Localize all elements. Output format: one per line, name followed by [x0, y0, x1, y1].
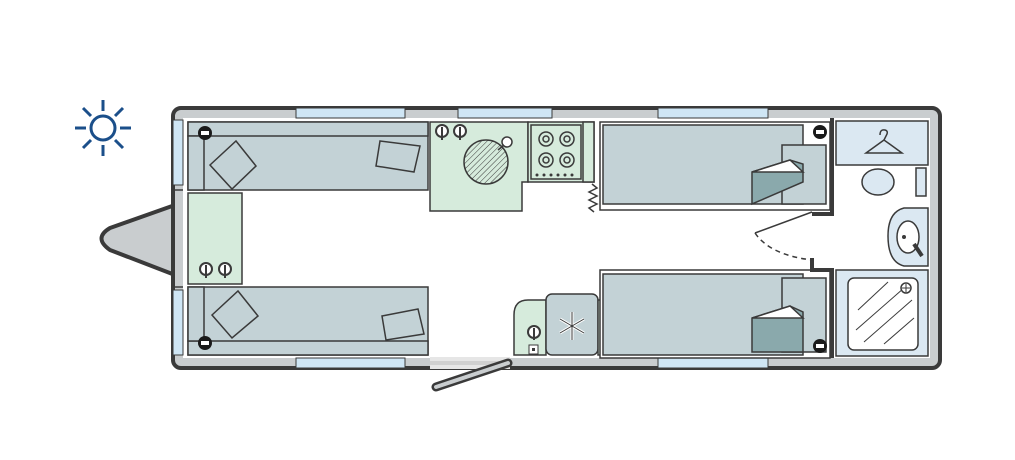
single-bed-bottom: [599, 269, 831, 359]
hob-top: [530, 124, 582, 180]
sun-icon: [75, 100, 131, 156]
washroom-door: [754, 211, 813, 234]
a-frame-hitch: [99, 203, 177, 277]
cushion: [210, 289, 260, 340]
cushion: [375, 140, 421, 173]
entry-door-leaf-fill: [434, 361, 510, 389]
snowflake-fridge-icon-outline: [559, 312, 585, 340]
window: [295, 107, 406, 119]
front-chest-cabinet: [187, 192, 243, 285]
window: [657, 357, 769, 369]
usb-socket-icon: [198, 336, 212, 350]
double-plug-socket-icon: [199, 262, 232, 278]
double-plug-socket-icon: [435, 124, 467, 140]
toilet-icon: [861, 167, 927, 197]
washroom-partition: [812, 118, 834, 216]
single-bed-top: [599, 121, 831, 211]
wardrobe: [835, 120, 929, 166]
window: [657, 107, 769, 119]
cushion: [381, 308, 425, 341]
window: [172, 119, 184, 186]
partition-concertina: [587, 183, 599, 213]
round-sink-icon: [463, 136, 513, 185]
usb-socket-icon: [813, 339, 827, 353]
tall-cupboard: [582, 121, 595, 183]
double-plug-socket-icon: [527, 325, 541, 355]
window: [295, 357, 406, 369]
window: [172, 289, 184, 356]
basin-icon: [887, 207, 929, 267]
usb-socket-icon: [198, 126, 212, 140]
washroom-partition: [810, 258, 834, 358]
front-sofa-bottom: [187, 286, 429, 356]
four-burner-hob-icon: [535, 131, 575, 177]
shower-tray-icon: [847, 277, 919, 351]
window: [457, 107, 553, 119]
front-sofa-top: [187, 121, 429, 191]
hanger-icon: [863, 129, 905, 154]
washroom-door-swing: [754, 232, 813, 261]
cushion: [208, 139, 258, 191]
usb-socket-icon: [813, 125, 827, 139]
